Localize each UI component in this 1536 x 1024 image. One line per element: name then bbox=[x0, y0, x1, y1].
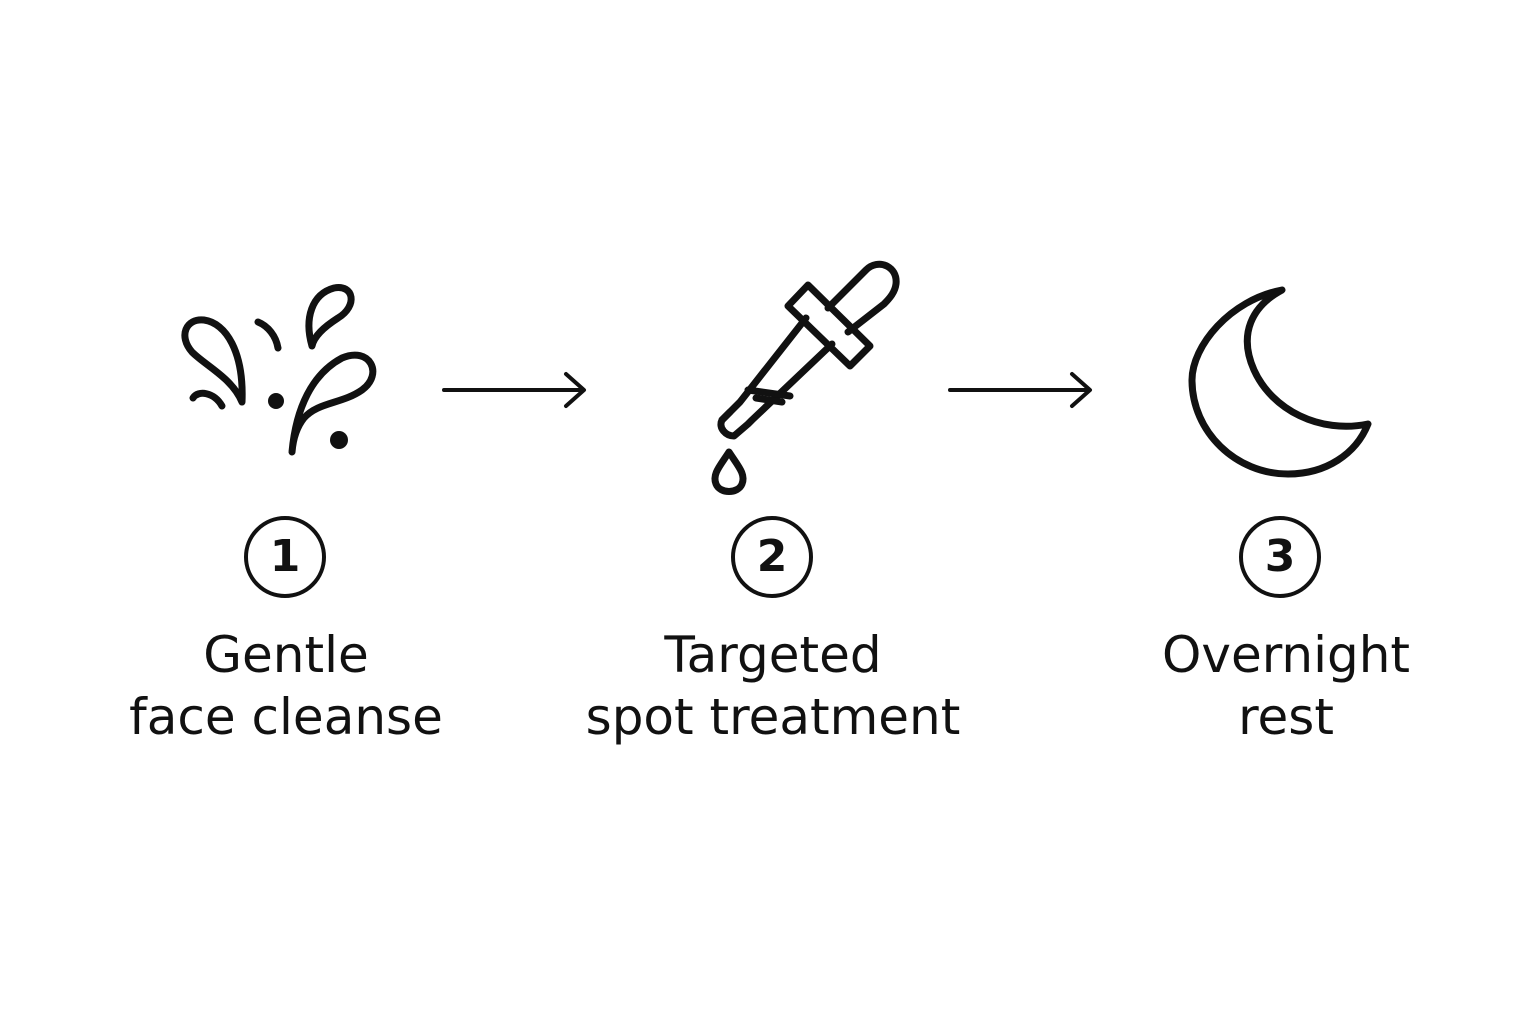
step-2-label: Targeted spot treatment bbox=[563, 624, 983, 748]
step-2-label-line-2: spot treatment bbox=[585, 688, 961, 746]
splash-icon bbox=[181, 284, 377, 456]
step-2-number-badge: 2 bbox=[731, 516, 813, 598]
step-1-label-line-1: Gentle bbox=[203, 626, 369, 684]
dropper-icon bbox=[711, 260, 900, 495]
step-2-number: 2 bbox=[756, 531, 788, 582]
step-1-number: 1 bbox=[269, 531, 301, 582]
step-3-number: 3 bbox=[1264, 531, 1296, 582]
step-3-label: Overnight rest bbox=[1076, 624, 1496, 748]
arrow-right-icon bbox=[948, 372, 1092, 408]
step-2-label-line-1: Targeted bbox=[664, 626, 882, 684]
moon-icon bbox=[1188, 286, 1372, 478]
step-1-label: Gentle face cleanse bbox=[76, 624, 496, 748]
arrow-right-icon bbox=[442, 372, 586, 408]
step-3-number-badge: 3 bbox=[1239, 516, 1321, 598]
step-3-label-line-2: rest bbox=[1238, 688, 1334, 746]
step-1-number-badge: 1 bbox=[244, 516, 326, 598]
step-1-label-line-2: face cleanse bbox=[129, 688, 443, 746]
step-3-label-line-1: Overnight bbox=[1162, 626, 1410, 684]
